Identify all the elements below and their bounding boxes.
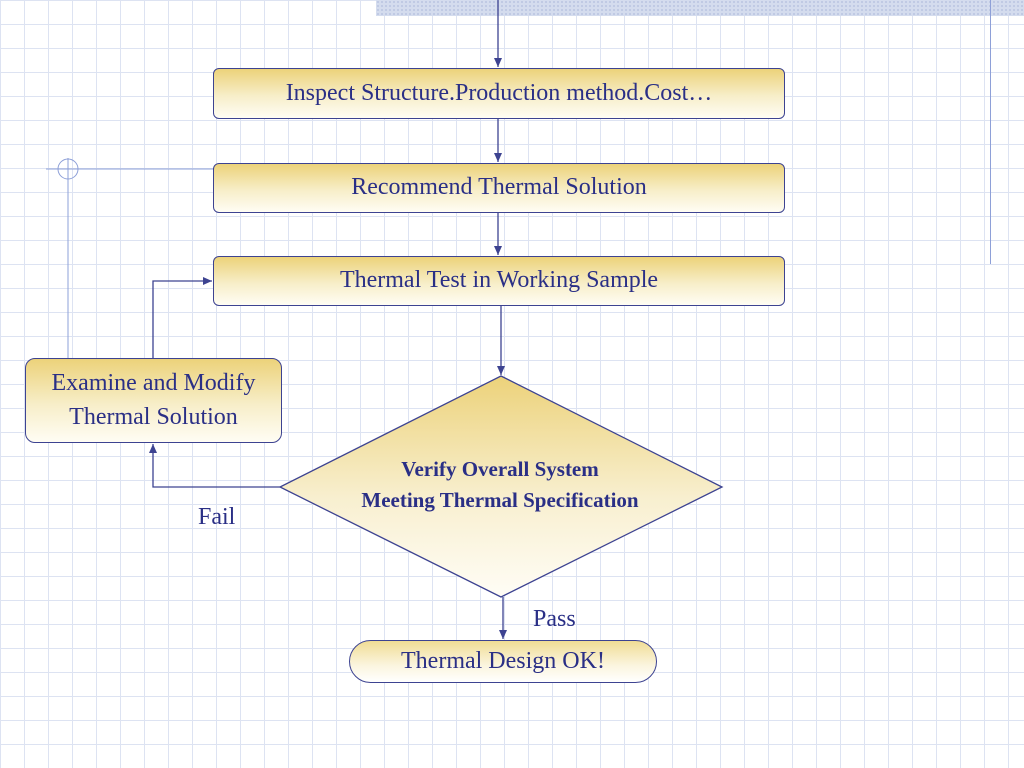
node-thermal-test-label: Thermal Test in Working Sample (339, 267, 659, 294)
node-thermal-test: Thermal Test in Working Sample (213, 256, 785, 306)
decision-label-line2: Meeting Thermal Specification (361, 488, 639, 512)
arrow-examine-to-test (152, 277, 212, 358)
node-inspect: Inspect Structure.Production method.Cost… (213, 68, 785, 119)
edge-label-fail: Fail (198, 504, 236, 530)
node-recommend-label: Recommend Thermal Solution (351, 174, 647, 201)
decorative-vertical-line (990, 0, 991, 264)
edge-label-pass: Pass (533, 606, 576, 632)
node-recommend: Recommend Thermal Solution (213, 163, 785, 213)
arrow-fail-to-examine (149, 444, 280, 488)
decorative-callout (46, 158, 213, 358)
decision-diamond (278, 375, 724, 598)
node-design-ok-label: Thermal Design OK! (401, 647, 605, 674)
node-design-ok: Thermal Design OK! (349, 640, 657, 683)
node-inspect-label: Inspect Structure.Production method.Cost… (285, 79, 713, 106)
node-examine-line1: Examine and Modify (51, 369, 256, 396)
node-examine-line2: Thermal Solution (69, 403, 238, 430)
decision-label-line1: Verify Overall System (401, 457, 599, 481)
header-banner (376, 0, 1024, 16)
node-examine-modify: Examine and Modify Thermal Solution (25, 358, 282, 443)
decision-label: Verify Overall System Meeting Thermal Sp… (300, 454, 700, 516)
